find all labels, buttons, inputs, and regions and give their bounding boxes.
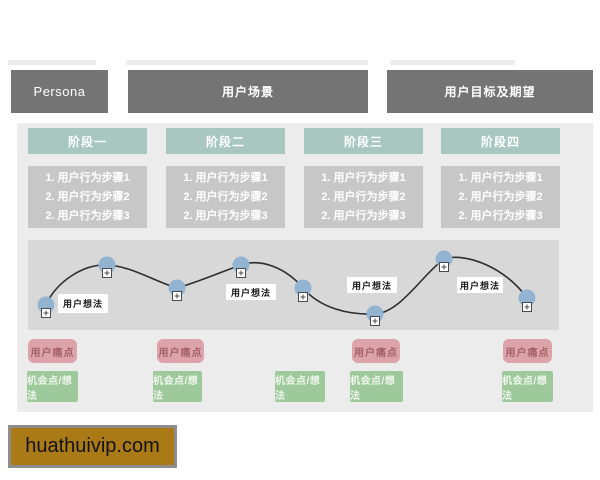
- add-note-plus-icon[interactable]: [522, 302, 532, 312]
- journey-curve: [37, 250, 536, 326]
- step-line: 1. 用户行为步骤1: [458, 171, 543, 184]
- step-line: 2. 用户行为步骤3: [458, 209, 543, 222]
- opportunity-card: 机会点/想法: [27, 371, 78, 402]
- thought-card: 用户想法: [457, 277, 503, 293]
- thought-card: 用户想法: [58, 294, 108, 313]
- step-line: 1. 用户行为步骤1: [183, 171, 268, 184]
- stage-steps-card-2: 1. 用户行为步骤1 2. 用户行为步骤2 2. 用户行为步骤3: [166, 166, 285, 228]
- step-line: 2. 用户行为步骤2: [183, 190, 268, 203]
- stage-steps-card-4: 1. 用户行为步骤1 2. 用户行为步骤2 2. 用户行为步骤3: [441, 166, 560, 228]
- add-note-plus-icon[interactable]: [370, 316, 380, 326]
- step-line: 2. 用户行为步骤3: [321, 209, 406, 222]
- emotion-curve-line: [45, 256, 528, 315]
- add-note-plus-icon[interactable]: [236, 268, 246, 278]
- step-line: 2. 用户行为步骤2: [45, 190, 130, 203]
- pain-point-card: 用户痛点: [503, 339, 552, 363]
- ghost-bar: [390, 60, 515, 65]
- watermark-badge: huathuivip.com: [8, 425, 177, 468]
- pain-point-card: 用户痛点: [28, 339, 77, 363]
- ghost-bar: [126, 60, 368, 65]
- pain-point-card: 用户痛点: [157, 339, 204, 363]
- step-line: 1. 用户行为步骤1: [45, 171, 130, 184]
- stage-steps-card-3: 1. 用户行为步骤1 2. 用户行为步骤2 2. 用户行为步骤3: [304, 166, 423, 228]
- stage-header-4: 阶段四: [441, 128, 560, 154]
- stage-header-1: 阶段一: [28, 128, 147, 154]
- ghost-bar: [8, 60, 96, 65]
- step-line: 2. 用户行为步骤2: [321, 190, 406, 203]
- step-line: 1. 用户行为步骤1: [321, 171, 406, 184]
- add-note-plus-icon[interactable]: [439, 262, 449, 272]
- stage-steps-card-1: 1. 用户行为步骤1 2. 用户行为步骤2 2. 用户行为步骤3: [28, 166, 147, 228]
- stage-header-3: 阶段三: [304, 128, 423, 154]
- thought-card: 用户想法: [226, 284, 276, 300]
- thought-card: 用户想法: [347, 277, 397, 293]
- add-note-plus-icon[interactable]: [298, 292, 308, 302]
- pain-point-card: 用户痛点: [352, 339, 400, 363]
- step-line: 2. 用户行为步骤3: [183, 209, 268, 222]
- goals-header: 用户目标及期望: [387, 70, 593, 113]
- add-note-plus-icon[interactable]: [172, 291, 182, 301]
- persona-header: Persona: [11, 70, 108, 113]
- step-line: 2. 用户行为步骤2: [458, 190, 543, 203]
- step-line: 2. 用户行为步骤3: [45, 209, 130, 222]
- scenario-header: 用户场景: [128, 70, 368, 113]
- add-note-plus-icon[interactable]: [102, 268, 112, 278]
- opportunity-card: 机会点/想法: [153, 371, 202, 402]
- opportunity-card: 机会点/想法: [502, 371, 553, 402]
- opportunity-card: 机会点/想法: [275, 371, 325, 402]
- opportunity-card: 机会点/想法: [350, 371, 403, 402]
- stage-header-2: 阶段二: [166, 128, 285, 154]
- add-note-plus-icon[interactable]: [41, 308, 51, 318]
